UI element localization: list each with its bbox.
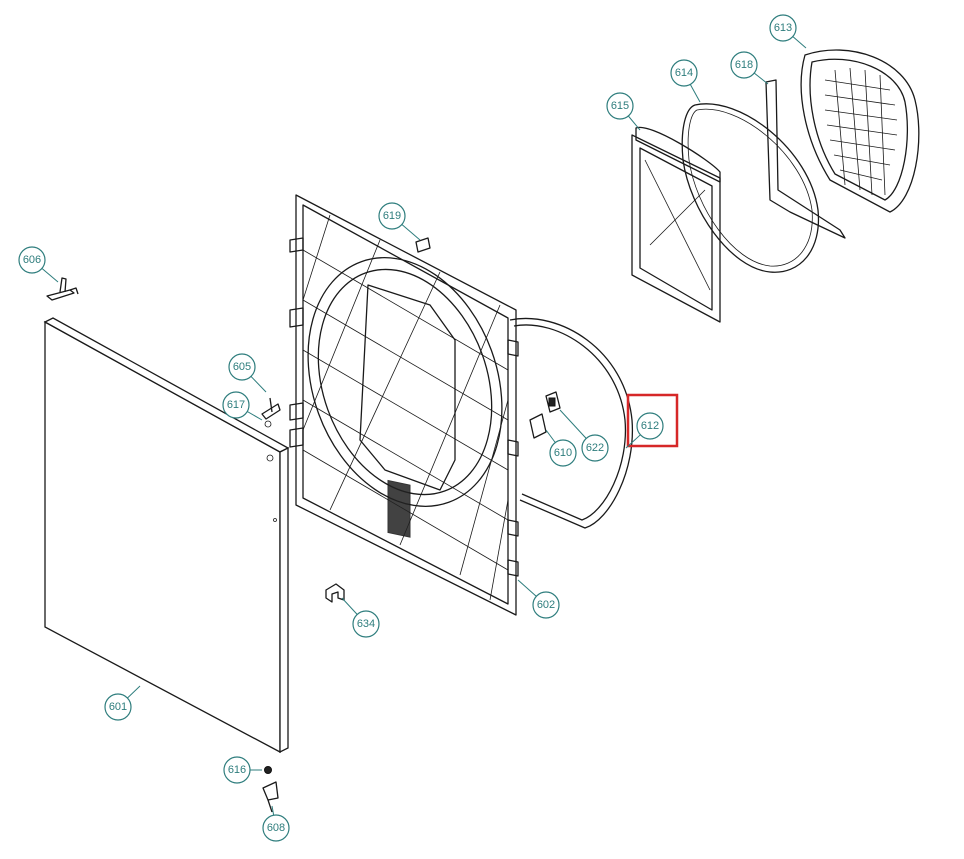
callout-label-616: 616	[228, 764, 246, 776]
callout-label-622: 622	[586, 442, 604, 454]
callout-602: 602	[517, 579, 560, 619]
callout-label-614: 614	[675, 67, 693, 79]
callout-605: 605	[228, 353, 267, 393]
callout-bubble-602	[532, 591, 560, 619]
callout-612: 612	[625, 412, 664, 449]
ring-614	[681, 103, 820, 273]
callout-622: 622	[559, 409, 609, 462]
callout-bubble-614	[670, 59, 698, 87]
frame-615	[631, 126, 721, 323]
callout-label-617: 617	[227, 399, 245, 411]
clip-634	[325, 583, 345, 603]
callout-label-618: 618	[735, 59, 753, 71]
callout-bubble-617	[222, 391, 250, 419]
callout-bubble-613	[769, 14, 797, 42]
callout-label-601: 601	[109, 701, 127, 713]
callout-616: 616	[223, 756, 262, 784]
perforated-mesh	[824, 67, 898, 196]
callout-label-608: 608	[267, 822, 285, 834]
callout-label-602: 602	[537, 599, 555, 611]
callout-label-612: 612	[641, 420, 659, 432]
callout-619: 619	[378, 202, 421, 241]
outer-cover-613	[800, 49, 920, 213]
callout-bubble-612	[636, 412, 664, 440]
vent-grille	[387, 479, 411, 538]
hinge-bracket-606	[46, 277, 79, 301]
gasket-618	[765, 79, 846, 239]
callout-bubble-634	[352, 610, 380, 638]
door-gasket-612	[509, 317, 634, 529]
callout-layer: 601 602 605 606 608 610 612 613 614 615 616 617 618 6…	[18, 14, 807, 842]
callout-634: 634	[341, 597, 380, 638]
latch-610-622	[529, 391, 561, 439]
callout-614: 614	[670, 59, 701, 103]
callout-bubble-601	[104, 693, 132, 721]
callout-613: 613	[769, 14, 807, 49]
callout-bubble-619	[378, 202, 406, 230]
callout-bubble-610	[549, 439, 577, 467]
callout-601: 601	[104, 685, 141, 721]
callout-label-605: 605	[233, 361, 251, 373]
callout-617: 617	[222, 391, 263, 421]
door-panel-601	[43, 317, 290, 754]
callout-bubble-606	[18, 246, 46, 274]
callout-618: 618	[730, 51, 769, 85]
highlight-box-612	[626, 393, 679, 448]
callout-label-606: 606	[23, 254, 41, 266]
callout-615: 615	[606, 92, 641, 131]
inner-door-frame-602	[289, 194, 519, 616]
callout-bubble-618	[730, 51, 758, 79]
callout-bubble-622	[581, 434, 609, 462]
callout-label-619: 619	[383, 210, 401, 222]
callout-610: 610	[545, 429, 577, 467]
callout-label-634: 634	[357, 618, 375, 630]
callout-bubble-605	[228, 353, 256, 381]
callout-label-610: 610	[554, 447, 572, 459]
callout-label-613: 613	[774, 22, 792, 34]
bracket-605	[261, 397, 281, 428]
callout-608: 608	[262, 805, 290, 842]
callout-label-615: 615	[611, 100, 629, 112]
hinge-608	[262, 766, 279, 813]
callout-606: 606	[18, 246, 59, 283]
callout-bubble-608	[262, 814, 290, 842]
callout-bubble-616	[223, 756, 251, 784]
callout-bubble-615	[606, 92, 634, 120]
